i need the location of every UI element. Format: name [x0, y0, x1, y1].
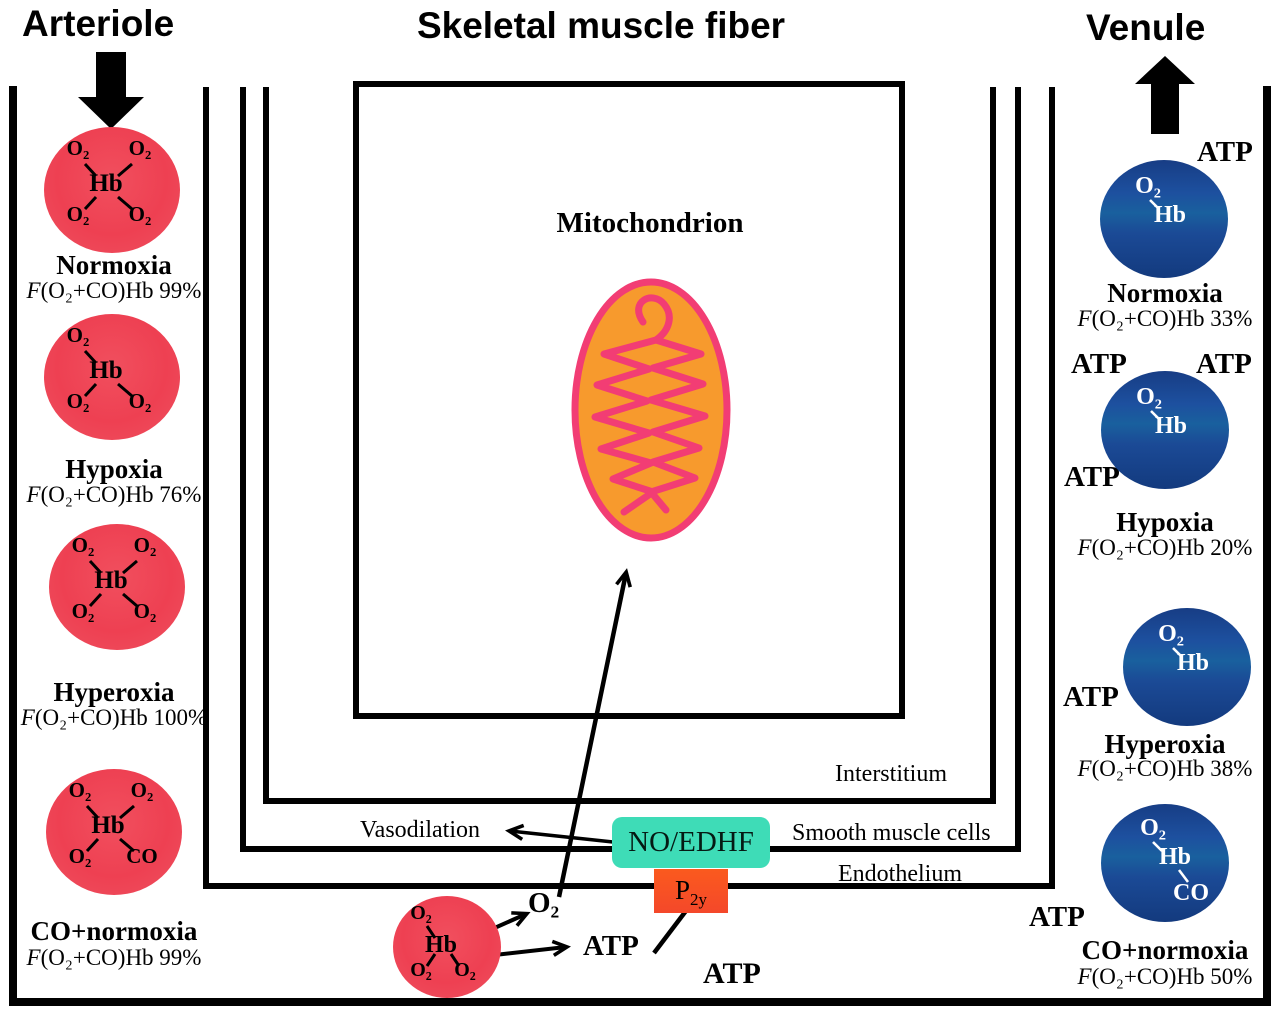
arteriole-flow-arrow: [78, 52, 144, 129]
ligand-o2: O₂: [410, 959, 432, 981]
vasodilation-arrow: [510, 831, 614, 844]
saturation-label: F(O₂+CO)Hb 38%: [1077, 756, 1253, 781]
atp-label: ATP: [1063, 681, 1119, 713]
hb-bonds: [1152, 841, 1190, 883]
hb-bonds: [88, 559, 138, 608]
mitochondrion-label: Mitochondrion: [556, 207, 744, 239]
endothelium-label: Endothelium: [838, 861, 962, 887]
ligand-o2: O₂: [66, 323, 90, 347]
arteriole-rbc-hyperoxia: O₂ O₂ Hb O₂ O₂: [49, 524, 185, 650]
ligand-o2: O₂: [1135, 173, 1161, 199]
hemoglobin-label: Hb: [91, 812, 125, 839]
vessel-outer-wall: [9, 86, 1271, 1006]
hb-bond: [1149, 199, 1160, 210]
p2y-label: P: [674, 875, 691, 905]
ligand-o2: O₂: [1158, 621, 1184, 647]
atp-label: ATP: [703, 957, 761, 990]
hb-bonds: [83, 162, 133, 211]
saturation-label: F(O₂+CO)Hb 99%: [26, 945, 202, 970]
condition-label: CO+normoxia: [1081, 935, 1249, 965]
venule-rbc-normoxia: O₂ Hb: [1100, 160, 1228, 278]
arteriole-title: Arteriole: [22, 3, 175, 44]
hemoglobin-label: Hb: [94, 567, 128, 594]
atp-label: ATP: [1029, 901, 1085, 933]
ligand-co: CO: [126, 844, 158, 868]
saturation-label: F(O₂+CO)Hb 50%: [1077, 964, 1253, 989]
ligand-o2: O₂: [130, 778, 154, 802]
p2y-receptor-box: P2y: [654, 869, 728, 913]
condition-label: Hyperoxia: [1104, 729, 1226, 759]
hb-bond: [1172, 647, 1183, 658]
ligand-o2: O₂: [68, 778, 92, 802]
atp-label: ATP: [583, 930, 639, 962]
condition-label: Hypoxia: [1116, 507, 1214, 537]
ligand-o2: O₂: [133, 599, 157, 623]
ligand-o2: O₂: [1136, 384, 1162, 410]
arteriole-rbc-normoxia: O₂ O₂ Hb O₂ O₂: [44, 127, 180, 253]
ligand-o2: O₂: [66, 389, 90, 413]
cristae-right: [647, 336, 709, 514]
cristae-left: [591, 294, 673, 516]
ligand-o2: O₂: [454, 959, 476, 981]
ligand-o2: O₂: [128, 389, 152, 413]
saturation-label: F(O₂+CO)Hb 99%: [26, 278, 202, 303]
p2y-subscript: 2y: [690, 890, 708, 909]
venule-title: Venule: [1086, 7, 1206, 48]
vasodilation-label: Vasodilation: [360, 817, 480, 843]
ligand-o2: O₂: [128, 202, 152, 226]
hemoglobin-label: Hb: [1154, 413, 1187, 439]
condition-label: Hypoxia: [65, 454, 163, 484]
hemoglobin-label: Hb: [1153, 202, 1186, 228]
saturation-label: F(O₂+CO)Hb 76%: [26, 482, 202, 507]
mitochondrion-shape: [571, 278, 731, 542]
venule-flow-arrow: [1135, 56, 1195, 134]
o2-diffusion-arrow: [556, 573, 626, 898]
saturation-label: F(O₂+CO)Hb 20%: [1077, 535, 1253, 560]
ligand-co: CO: [1173, 880, 1209, 906]
ligand-o2: O₂: [1140, 815, 1166, 841]
condition-label: CO+normoxia: [30, 916, 198, 946]
smooth-muscle-cells-label: Smooth muscle cells: [792, 820, 991, 846]
free-o2-label: O₂: [528, 887, 560, 919]
skeletal-muscle-fiber-title: Skeletal muscle fiber: [416, 5, 786, 46]
hemoglobin-label: Hb: [1158, 844, 1191, 870]
hb-bonds: [83, 349, 133, 398]
venule-rbc-hyperoxia: O₂ Hb: [1123, 608, 1251, 726]
saturation-label: F(O₂+CO)Hb 33%: [1077, 306, 1253, 331]
lumen-rbc: O₂ Hb O₂ O₂: [393, 896, 501, 998]
atp-label: ATP: [1064, 461, 1120, 493]
ligand-o2: O₂: [66, 202, 90, 226]
ligand-o2: O₂: [128, 136, 152, 160]
ligand-o2: O₂: [66, 136, 90, 160]
condition-label: Normoxia: [56, 250, 172, 280]
atp-label: ATP: [1071, 348, 1127, 380]
arteriole-rbc-co-normoxia: O₂ O₂ Hb O₂ CO: [46, 769, 182, 895]
atp-label: ATP: [1197, 136, 1253, 168]
venule-rbc-hypoxia: O₂ Hb: [1101, 371, 1229, 489]
interstitium-wall: [263, 87, 996, 804]
hb-bonds: [85, 804, 135, 853]
hemoglobin-label: Hb: [424, 932, 457, 958]
ligand-o2: O₂: [68, 844, 92, 868]
hb-bonds: [425, 925, 461, 967]
hemoglobin-label: Hb: [1176, 650, 1209, 676]
ligand-o2: O₂: [71, 599, 95, 623]
ligand-o2: O₂: [410, 902, 432, 924]
venule-rbc-co-normoxia: O₂ Hb CO: [1101, 804, 1229, 922]
interstitium-label: Interstitium: [835, 761, 947, 787]
no-edhf-box: NO/EDHF: [612, 817, 770, 868]
condition-label: Hyperoxia: [53, 677, 175, 707]
atp-label: ATP: [1196, 348, 1252, 380]
ligand-o2: O₂: [133, 533, 157, 557]
hb-bond: [1150, 410, 1161, 421]
endothelium-wall: [203, 87, 1055, 889]
condition-label: Normoxia: [1107, 278, 1223, 308]
arteriole-rbc-hypoxia: O₂ Hb O₂ O₂: [44, 314, 180, 440]
hemoglobin-label: Hb: [89, 170, 123, 197]
hemoglobin-label: Hb: [89, 357, 123, 384]
ligand-o2: O₂: [71, 533, 95, 557]
saturation-label: F(O₂+CO)Hb 100%: [20, 705, 208, 730]
